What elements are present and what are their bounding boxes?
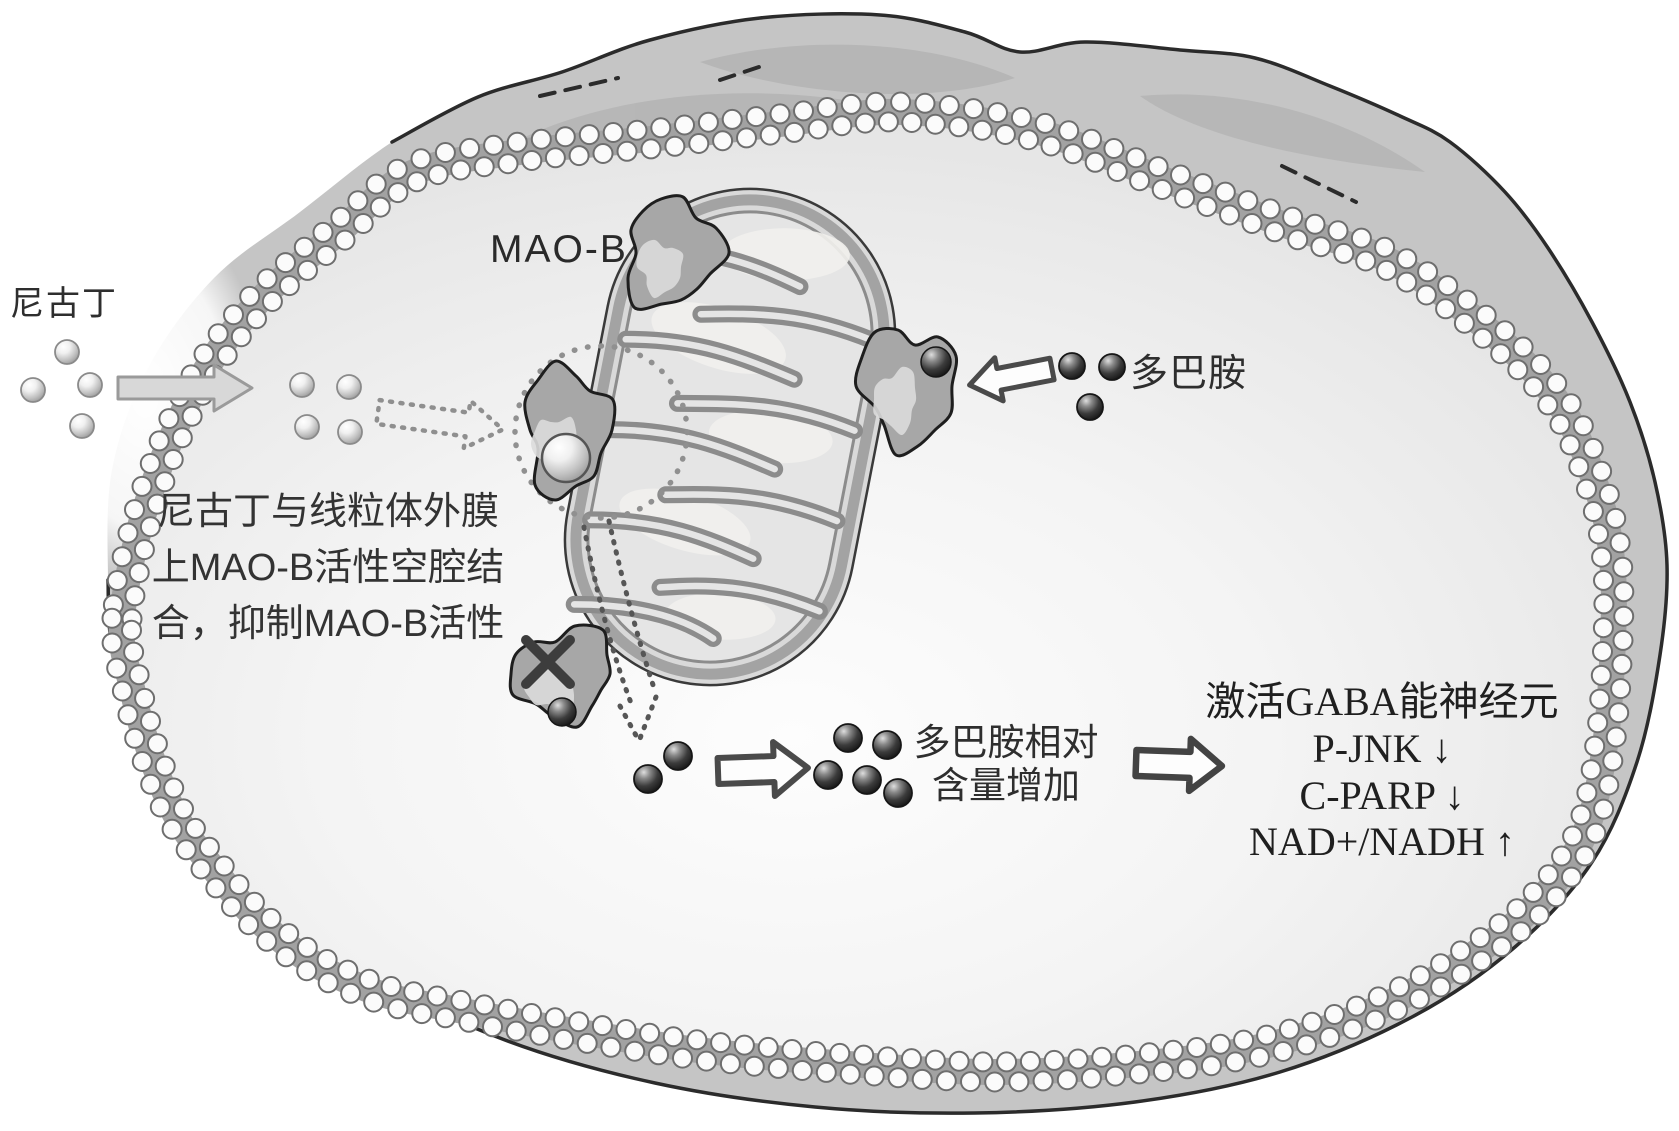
binding-note: 尼古丁与线粒体外膜 上MAO-B活性空腔结 合，抑制MAO-B活性 — [138, 484, 518, 653]
dopamine-molecule — [1098, 353, 1126, 381]
binding-note-line: 尼古丁与线粒体外膜 — [156, 491, 499, 533]
inhibited-mao-b-protein — [508, 623, 612, 729]
dashed-release-track-icon — [581, 518, 659, 744]
dopamine-molecule — [663, 741, 693, 771]
binding-note-line: 上MAO-B活性空腔结 — [151, 547, 505, 590]
dashed-focus-circle — [512, 343, 690, 521]
nicotine-label: 尼古丁 — [10, 285, 118, 323]
outcome-line: 激活GABA能神经元 — [1205, 679, 1559, 724]
dopamine-molecule — [813, 760, 843, 790]
nicotine-molecule — [20, 377, 46, 403]
dashed-binding-arrow-icon — [374, 397, 506, 451]
dopamine-molecule — [872, 730, 902, 760]
protein-blobs — [508, 194, 959, 729]
mitochondrion-cristae — [565, 240, 881, 648]
outcome-arrow-icon — [1132, 735, 1226, 795]
mitochondrion — [563, 187, 897, 687]
nicotine-molecule — [289, 372, 315, 398]
molecules — [20, 339, 1126, 808]
dopamine-molecule — [1058, 352, 1086, 380]
dopamine-molecule — [852, 765, 882, 795]
dopamine-accumulate-arrow-icon — [714, 739, 811, 800]
dopamine-molecule-bound — [547, 697, 577, 727]
dopamine-molecule-bound — [920, 346, 952, 378]
cytoplasm — [121, 111, 1614, 1073]
cell-membrane-beads — [101, 91, 1635, 1093]
mao-b-label: MAO-B — [490, 228, 628, 271]
dopamine-molecule — [1076, 393, 1104, 421]
dopamine-molecule — [633, 764, 663, 794]
dopamine-molecule — [833, 723, 863, 753]
binding-note-line: 合，抑制MAO-B活性 — [151, 603, 505, 646]
flow-arrows — [116, 355, 1226, 800]
dopamine-molecule — [883, 778, 913, 808]
nicotine-molecule — [294, 414, 320, 440]
dopamine-increase-line: 多巴胺相对 — [913, 722, 1099, 763]
outcome-line: NAD+/NADH ↑ — [1249, 819, 1515, 865]
mao-b-protein-top — [626, 194, 731, 311]
nicotine-molecule — [69, 413, 95, 439]
mao-b-protein-right — [853, 326, 959, 458]
dopamine-label: 多巴胺 — [1130, 353, 1248, 395]
outcome-line: P-JNK ↓ — [1312, 725, 1452, 771]
nicotine-molecule-bound — [540, 432, 592, 484]
outcome-line: C-PARP ↓ — [1299, 772, 1465, 818]
nicotine-molecule — [77, 372, 103, 398]
cell-outline-dashes — [538, 64, 1358, 204]
dopamine-entry-arrow-icon — [967, 355, 1057, 404]
dopamine-increase-label: 多巴胺相对 含量增加 — [898, 722, 1114, 808]
nicotine-molecule — [54, 339, 80, 365]
nicotine-entry-arrow-icon — [116, 363, 254, 413]
dopamine-increase-line: 含量增加 — [932, 764, 1080, 806]
outcome-label: 激活GABA能神经元 P-JNK ↓ C-PARP ↓ NAD+/NADH ↑ — [1182, 679, 1582, 866]
nicotine-molecule — [336, 374, 362, 400]
nicotine-molecule — [337, 419, 363, 445]
inhibition-cross-icon — [521, 635, 575, 689]
mao-b-protein-bound — [523, 359, 617, 502]
